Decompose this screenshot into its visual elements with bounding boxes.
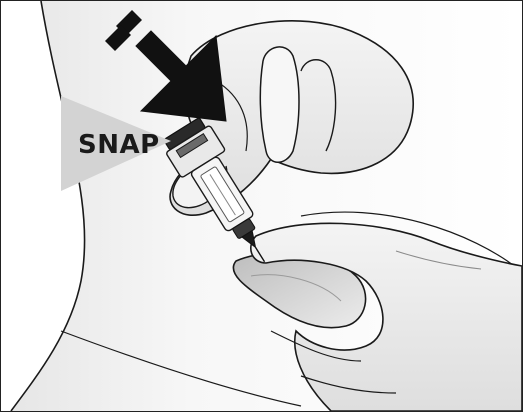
snap-label: SNAP bbox=[78, 130, 160, 160]
